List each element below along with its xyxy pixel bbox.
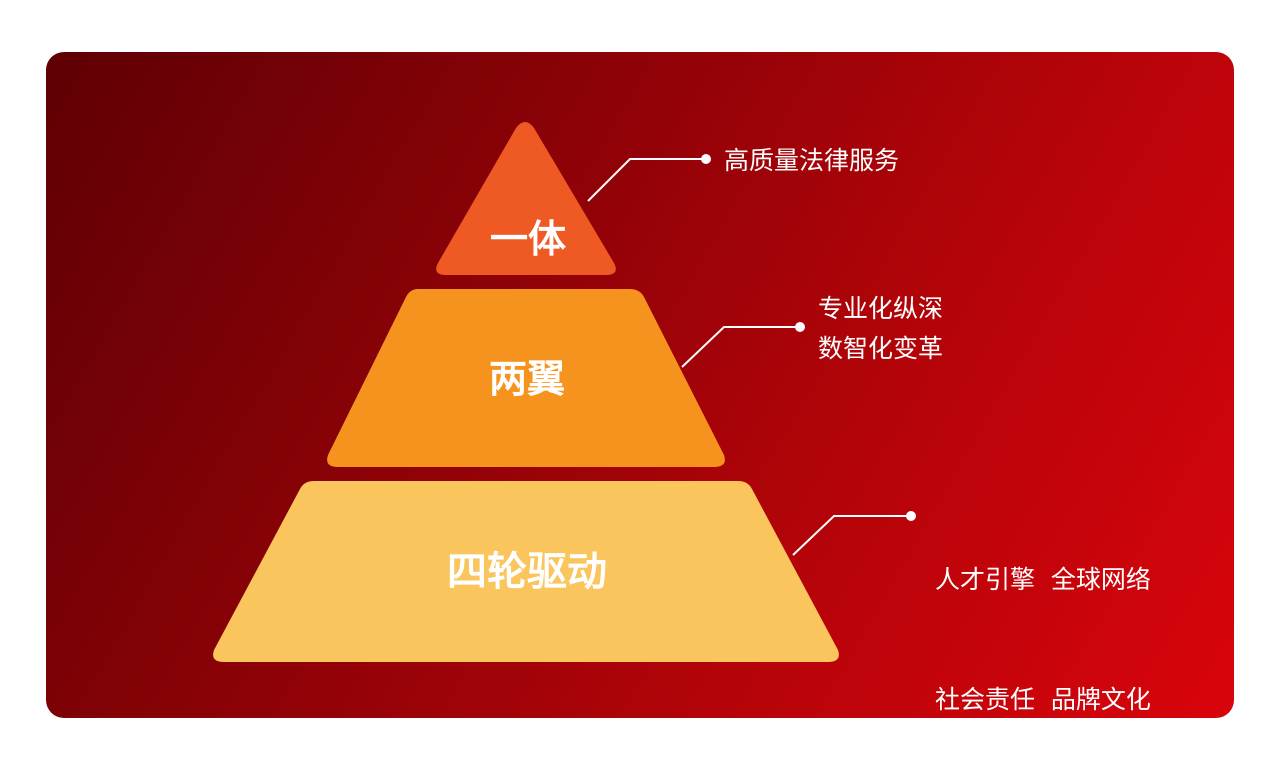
callout-middle-line-1: 专业化纵深 xyxy=(818,294,944,323)
pyramid-tier-bottom: 四轮驱动 xyxy=(213,481,839,662)
connector-middle xyxy=(681,322,805,368)
callout-bottom: 人才引擎 全球网络 社会责任 品牌文化 xyxy=(935,480,1151,760)
connector-bottom-dot xyxy=(906,511,916,521)
callout-middle-line-2: 数智化变革 xyxy=(818,334,944,363)
callout-top-line-1: 高质量法律服务 xyxy=(724,146,900,175)
pyramid-tier-middle-shape xyxy=(327,289,725,467)
callout-top: 高质量法律服务 xyxy=(724,141,899,181)
connector-middle-dot xyxy=(795,322,805,332)
pyramid-tier-bottom-label: 四轮驱动 xyxy=(447,549,607,595)
pyramid-tier-top: 一体 xyxy=(436,122,616,275)
callout-middle: 专业化纵深 数智化变革 xyxy=(818,289,943,369)
callout-bottom-line-1: 人才引擎 全球网络 xyxy=(935,565,1151,594)
pyramid-tier-middle-label: 两翼 xyxy=(489,357,565,401)
connector-bottom xyxy=(792,511,916,556)
pyramid-tier-middle: 两翼 xyxy=(327,289,725,467)
pyramid-tier-top-shape xyxy=(436,122,616,275)
connector-top xyxy=(587,154,711,202)
pyramid-tier-top-label: 一体 xyxy=(490,217,566,261)
pyramid-tier-bottom-shape xyxy=(213,481,839,662)
connector-top-dot xyxy=(701,154,711,164)
callout-bottom-line-2: 社会责任 品牌文化 xyxy=(935,685,1151,714)
